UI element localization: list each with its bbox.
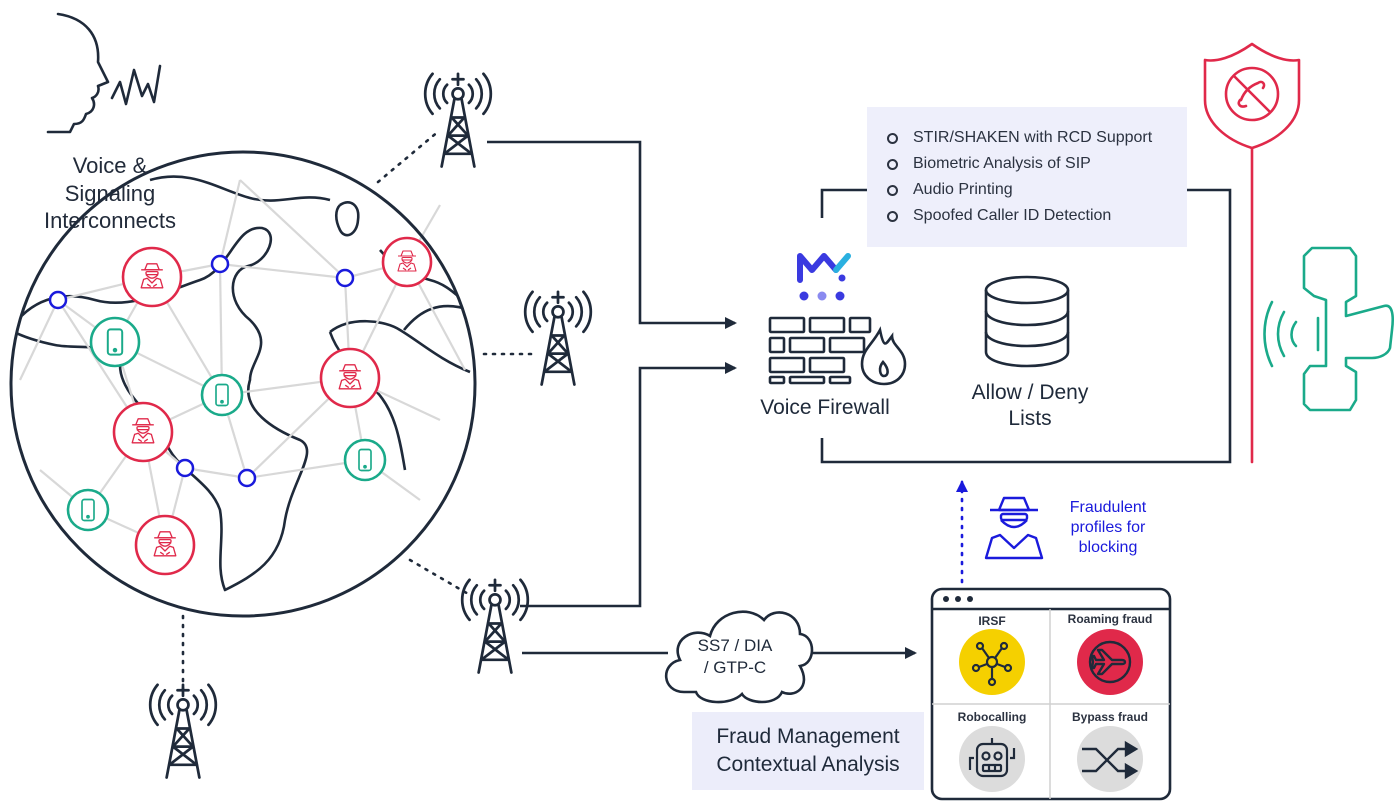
shuffle-icon	[1082, 740, 1139, 780]
protocol-cloud-label: SS7 / DIA / GTP-C	[697, 636, 773, 678]
fraud-management-window	[930, 587, 1172, 801]
globe-outline	[9, 150, 477, 618]
network-hub-icon	[971, 641, 1013, 687]
connection-arrows	[487, 140, 917, 659]
cell-tower-icon	[148, 683, 218, 780]
feature-item: Biometric Analysis of SIP	[887, 151, 1187, 177]
cell-tower-icon	[423, 72, 493, 169]
bullet-icon	[887, 184, 898, 196]
phone-icon	[66, 488, 110, 532]
firewall-features-panel: STIR/SHAKEN with RCD Support Biometric A…	[867, 107, 1187, 247]
robot-icon	[968, 738, 1016, 778]
phone-nodes	[66, 316, 387, 532]
robocalling-badge	[959, 726, 1025, 792]
globe	[9, 150, 477, 618]
tile-label-roaming: Roaming fraud	[1067, 612, 1153, 626]
network-node	[175, 458, 195, 478]
fraudster-icon	[121, 246, 183, 308]
feature-item: Spoofed Caller ID Detection	[887, 203, 1187, 229]
fraudster-profile-icon	[984, 496, 1044, 560]
bullet-icon	[887, 158, 898, 170]
database-icon	[984, 275, 1070, 368]
fraudulent-profiles-label: Fraudulent profiles for blocking	[1069, 499, 1147, 556]
voice-interconnects-label: Voice & Signaling Interconnects	[20, 152, 200, 235]
dotted-connectors	[181, 128, 540, 692]
voice-label-line: Interconnects	[43, 208, 177, 233]
fraudster-icon	[381, 236, 433, 288]
fraudster-icon	[134, 514, 196, 576]
fraudster-icon	[319, 347, 381, 409]
tile-label-robocalling: Robocalling	[957, 710, 1027, 724]
tile-irsf	[959, 629, 1025, 695]
voice-label-line: Signaling	[64, 180, 156, 206]
network-node	[48, 290, 68, 310]
tile-roaming	[1077, 629, 1143, 695]
feature-item: STIR/SHAKEN with RCD Support	[887, 125, 1187, 151]
fraudster-nodes	[112, 236, 433, 576]
phone-icon	[343, 438, 387, 482]
tile-robocalling	[959, 726, 1025, 792]
voice-label-line: Voice &	[72, 153, 148, 178]
speaking-head-icon	[46, 12, 162, 134]
fraud-management-label: Fraud Management Contextual Analysis	[692, 712, 924, 790]
voice-firewall-label: Voice Firewall	[760, 396, 890, 419]
fraudster-icon	[112, 401, 174, 463]
cell-tower-icon	[460, 578, 530, 675]
airplane-icon	[1088, 640, 1132, 684]
blocked-call-shield-icon	[1203, 42, 1301, 464]
brand-logo	[797, 253, 851, 301]
bullet-icon	[887, 132, 898, 144]
tile-bypass	[1077, 726, 1143, 792]
roaming-badge	[1077, 629, 1143, 695]
firewall-icon	[768, 316, 907, 386]
bullet-icon	[887, 210, 898, 222]
network-nodes	[48, 254, 355, 488]
tile-label-irsf: IRSF	[978, 614, 1006, 628]
bypass-badge	[1077, 726, 1143, 792]
phone-icon	[89, 316, 141, 368]
answered-phone-icon	[1263, 246, 1395, 412]
irsf-badge	[959, 629, 1025, 695]
cell-tower-icon	[523, 290, 593, 387]
network-node	[210, 254, 230, 274]
network-node	[237, 468, 257, 488]
phone-icon	[200, 373, 244, 417]
firewall-bracket	[820, 188, 1232, 464]
network-node	[335, 268, 355, 288]
feature-item: Audio Printing	[887, 177, 1187, 203]
protocol-cloud	[664, 610, 814, 704]
allow-deny-lists-label: Allow / Deny Lists	[971, 381, 1089, 431]
tile-label-bypass: Bypass fraud	[1071, 710, 1149, 724]
